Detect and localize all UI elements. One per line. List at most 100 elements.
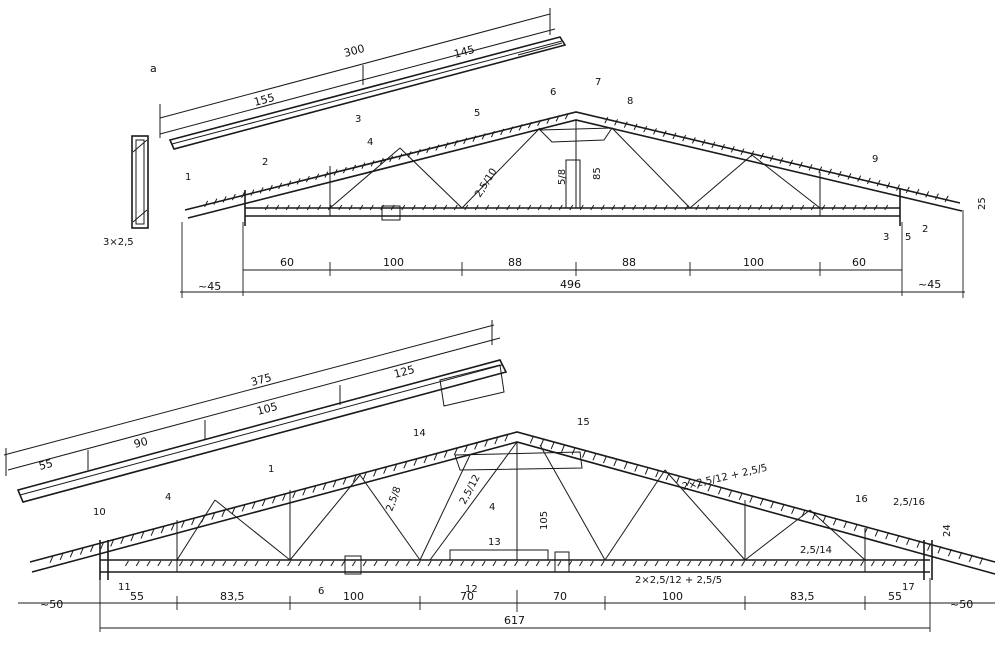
hatch-mark [524, 560, 529, 567]
hatch-mark [705, 204, 710, 211]
hatch-mark [934, 193, 939, 200]
hatch-mark [324, 171, 329, 178]
hatch-mark [327, 204, 332, 211]
hatch-mark [654, 560, 659, 567]
hatch-mark [201, 515, 206, 523]
lower-member-25-12: 2,5/12 [458, 473, 483, 506]
hatch-mark [231, 193, 236, 201]
hatch-mark [100, 541, 105, 550]
hatch-mark [312, 485, 317, 493]
hatch-mark [221, 509, 226, 518]
hatch-mark [506, 204, 511, 211]
hatch-mark [330, 560, 335, 567]
lower-truss-body [29, 431, 996, 580]
figure-marker-a: a [150, 62, 157, 75]
upper-member-5-8: 5/8 [557, 169, 568, 185]
hatch-mark [852, 204, 857, 211]
hatch-mark [275, 204, 280, 211]
hatch-mark [789, 204, 794, 211]
hatch-mark [589, 560, 594, 567]
hatch-mark [395, 560, 400, 567]
hatch-mark [168, 560, 173, 567]
lower-dim-55: 55 [37, 457, 54, 473]
hatch-mark [393, 463, 398, 472]
hatch-mark [842, 204, 847, 211]
hatch-mark [800, 204, 805, 211]
hatch-mark [789, 159, 794, 167]
hatch-mark [779, 157, 784, 164]
upper-callout-2: 2 [262, 157, 268, 168]
upper-small-dim-2: 2 [922, 224, 928, 235]
lower-callout-15: 15 [577, 417, 590, 428]
hatch-mark [564, 112, 569, 120]
hatch-mark [514, 560, 519, 567]
hatch-mark [453, 447, 458, 456]
hatch-mark [411, 204, 416, 211]
lower-bottom-dim-7: 83,5 [790, 590, 815, 603]
upper-section-detail [131, 135, 149, 229]
hatch-mark [322, 482, 327, 491]
hatch-mark [540, 439, 545, 447]
hatch-mark [49, 555, 54, 563]
lower-overall-right: ~50 [950, 598, 973, 611]
hatch-mark [157, 560, 162, 567]
upper-dim-155: 155 [252, 91, 276, 109]
hatch-mark [254, 560, 259, 567]
hatch-mark [847, 173, 852, 180]
hatch-mark [338, 204, 343, 211]
hatch-mark [282, 493, 287, 501]
upper-bottom-dim-5: 100 [743, 256, 764, 269]
hatch-mark [613, 458, 618, 467]
hatch-mark [527, 204, 532, 211]
hatch-mark [211, 512, 216, 520]
hatch-mark [120, 536, 125, 544]
hatch-mark [261, 498, 266, 507]
upper-callout-3: 3 [355, 114, 361, 125]
hatch-mark [135, 560, 140, 567]
hatch-mark [857, 175, 862, 182]
hatch-mark [241, 504, 246, 512]
hatch-mark [676, 475, 681, 484]
hatch-mark [747, 204, 752, 211]
lower-dim-105: 105 [255, 400, 279, 418]
hatch-mark [231, 506, 236, 515]
hatch-mark [401, 204, 406, 211]
hatch-mark [276, 560, 281, 567]
hatch-mark [555, 115, 560, 122]
hatch-mark [634, 464, 639, 472]
hatch-mark [708, 560, 713, 567]
hatch-mark [319, 560, 324, 567]
hatch-mark [873, 204, 878, 211]
hatch-mark [906, 537, 911, 546]
hatch-mark [674, 204, 679, 211]
hatch-mark [691, 137, 696, 144]
hatch-mark [435, 144, 440, 151]
hatch-mark [297, 560, 302, 567]
hatch-mark [633, 123, 638, 131]
hatch-mark [643, 125, 648, 133]
hatch-mark [828, 168, 832, 176]
hatch-mark [695, 204, 700, 211]
upper-member-85: 85 [592, 167, 603, 180]
hatch-mark [535, 560, 540, 567]
hatch-mark [443, 450, 448, 458]
hatch-mark [721, 143, 725, 151]
hatch-mark [296, 178, 301, 185]
hatch-mark [582, 450, 586, 458]
hatch-mark [837, 170, 842, 178]
hatch-mark [808, 164, 813, 171]
hatch-mark [662, 130, 667, 137]
upper-bottom-dim-1: 60 [280, 256, 294, 269]
hatch-mark [449, 560, 454, 567]
hatch-mark [500, 128, 505, 136]
hatch-mark [546, 560, 551, 567]
hatch-mark [423, 455, 428, 464]
upper-truss-body [184, 111, 963, 226]
upper-section-label: 3×2,5 [103, 237, 134, 248]
hatch-mark [876, 179, 881, 187]
lower-callout-14: 14 [413, 428, 426, 439]
upper-member-25: 25 [977, 197, 988, 210]
hatch-mark [779, 204, 784, 211]
hatch-mark [686, 478, 691, 486]
hatch-mark [361, 162, 366, 169]
